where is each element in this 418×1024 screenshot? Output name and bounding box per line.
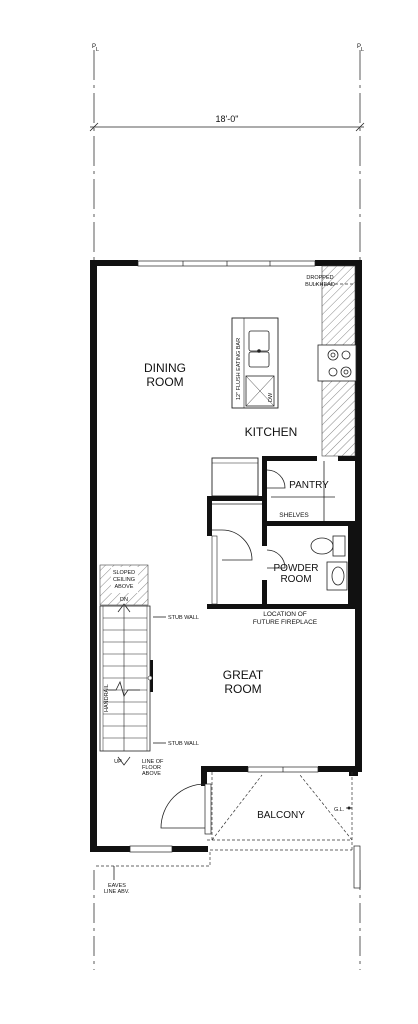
exterior-walls: [90, 260, 362, 852]
eaves-note-line1: EAVES: [108, 883, 126, 889]
dining-room-label-line1: DINING: [144, 361, 186, 375]
balcony-label: BALCONY: [257, 810, 305, 821]
property-line-label-left: P: [92, 44, 96, 50]
fireplace-note-line1: LOCATION OF: [263, 611, 307, 618]
eaves-note-line2: LINE ABV.: [104, 889, 130, 895]
property-line-sub-left: L: [96, 47, 99, 53]
sloped-ceiling-line3: ABOVE: [115, 584, 134, 590]
handrail-note: HANDRAIL: [104, 684, 110, 712]
toilet-fixture: [310, 535, 346, 557]
staircase: [99, 603, 153, 766]
balcony-area: [96, 772, 361, 889]
shelves-label: SHELVES: [279, 512, 309, 519]
windows: [129, 260, 319, 853]
pantry-label: PANTRY: [289, 480, 329, 491]
fridge: [211, 457, 259, 497]
property-line-label-right: P: [357, 44, 361, 50]
line-of-floor-line2: FLOOR: [142, 765, 161, 771]
line-of-floor-line3: ABOVE: [142, 771, 161, 777]
dimension-line: 18'-0": [89, 114, 365, 132]
powder-room-label-line2: ROOM: [280, 574, 311, 585]
sloped-ceiling-label-bg: [111, 567, 138, 593]
bulkhead-note-line2: BULKHEAD: [305, 282, 335, 288]
sloped-ceiling-line2: CEILING: [113, 577, 135, 583]
sink-fixture: [326, 561, 348, 591]
line-of-floor-line1: LINE OF: [142, 759, 164, 765]
eating-bar-note: 12" FLUSH EATING BAR: [236, 338, 242, 400]
powder-room-label-line1: POWDER: [274, 563, 319, 574]
property-line-sub-right: L: [361, 47, 364, 53]
great-room-label-line2: ROOM: [224, 682, 261, 696]
stair-up-label: UP: [114, 759, 122, 765]
sloped-ceiling-line1: SLOPED: [113, 570, 135, 576]
stair-down-label: DN: [120, 597, 128, 603]
dishwasher-label: DW: [268, 392, 274, 402]
dining-room-label-line2: ROOM: [146, 375, 183, 389]
kitchen-island: [231, 317, 279, 409]
dimension-label: 18'-0": [216, 114, 239, 124]
stub-wall-bottom-note: STUB WALL: [168, 741, 199, 747]
property-lines: P L P L: [92, 44, 364, 970]
kitchen-counter: [315, 265, 357, 457]
stub-wall-top-note: STUB WALL: [168, 615, 199, 621]
grade-line-label: G.L.: [334, 807, 345, 813]
great-room-label-line1: GREAT: [223, 668, 264, 682]
kitchen-label: KITCHEN: [245, 425, 298, 439]
bulkhead-note-line1: DROPPED: [306, 275, 333, 281]
fireplace-note-line2: FUTURE FIREPLACE: [253, 619, 318, 626]
